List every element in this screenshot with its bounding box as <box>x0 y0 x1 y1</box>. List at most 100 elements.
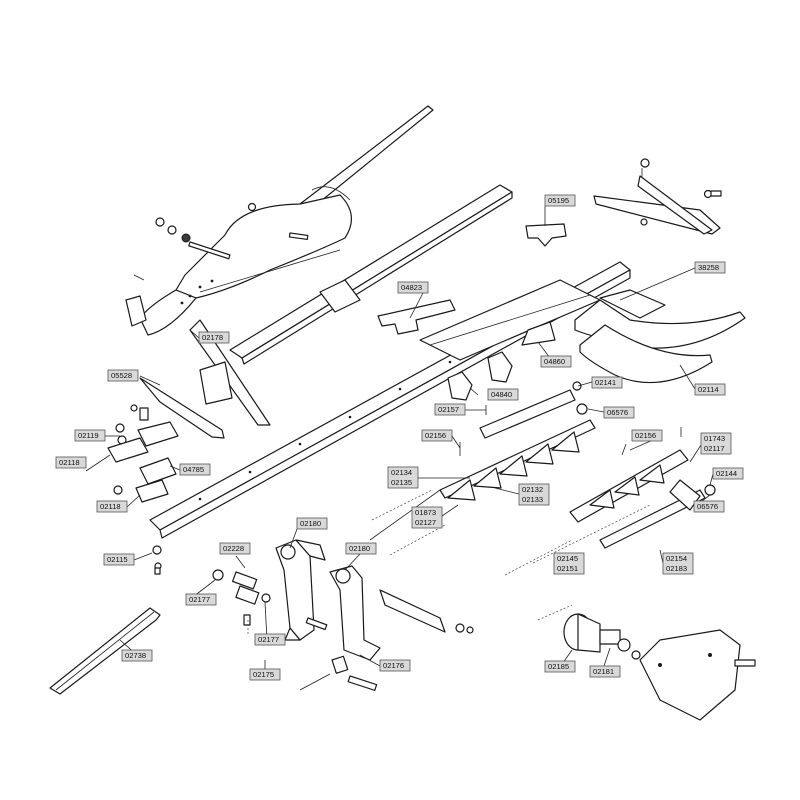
callout-02118a[interactable]: 02118 <box>55 456 87 469</box>
svg-text:01873: 01873 <box>415 508 436 517</box>
callout-02156a[interactable]: 02156 <box>421 429 453 442</box>
svg-text:02127: 02127 <box>415 518 436 527</box>
callout-04785[interactable]: 04785 <box>179 463 211 476</box>
svg-text:02176: 02176 <box>383 661 404 670</box>
knife-assembly-part <box>369 389 596 541</box>
callout-02175[interactable]: 02175 <box>249 668 281 681</box>
pitman-arms-part <box>275 539 474 661</box>
callout-05528[interactable]: 05528 <box>107 369 139 382</box>
svg-text:02118: 02118 <box>100 502 121 511</box>
svg-text:02156: 02156 <box>635 431 656 440</box>
callout-02228[interactable]: 02228 <box>219 542 251 555</box>
svg-text:02180: 02180 <box>349 544 370 553</box>
svg-text:02145: 02145 <box>557 554 578 563</box>
drawing <box>49 105 756 721</box>
callout-02176[interactable]: 02176 <box>379 659 411 672</box>
svg-text:02118: 02118 <box>59 458 80 467</box>
callout-06576a[interactable]: 06576 <box>603 406 635 419</box>
bolt-hardware-top <box>133 202 309 281</box>
pin-02156b <box>621 443 627 456</box>
bearing-assembly-part <box>563 613 641 660</box>
callout-02119[interactable]: 02119 <box>74 429 106 442</box>
svg-text:04860: 04860 <box>544 357 565 366</box>
hardware-02115 <box>152 545 162 575</box>
callout-02181[interactable]: 02181 <box>589 665 621 678</box>
part-02178b <box>199 361 233 405</box>
callout-02180a[interactable]: 02180 <box>296 517 328 530</box>
callout-02185[interactable]: 02185 <box>544 660 576 673</box>
callout-labels: 05195 38258 04823 02178 04860 05528 0214… <box>55 194 744 681</box>
svg-text:02175: 02175 <box>253 670 274 679</box>
svg-text:06576: 06576 <box>607 408 628 417</box>
part-02141 <box>572 381 582 391</box>
bracket-lower-right-part <box>639 629 756 721</box>
svg-text:02132: 02132 <box>522 485 543 494</box>
part-02178 <box>189 319 271 426</box>
callout-04840[interactable]: 04840 <box>487 388 519 401</box>
part-04860 <box>521 321 556 346</box>
svg-text:02115: 02115 <box>107 555 128 564</box>
svg-text:38258: 38258 <box>698 263 719 272</box>
svg-text:02117: 02117 <box>704 444 725 453</box>
bracket-top-right-part <box>593 158 722 235</box>
callout-02156b[interactable]: 02156 <box>631 429 663 442</box>
callout-02118b[interactable]: 02118 <box>96 500 128 513</box>
callout-02115[interactable]: 02115 <box>103 553 135 566</box>
svg-text:04823: 04823 <box>401 283 422 292</box>
guard-assembly-part <box>569 449 706 549</box>
callout-05195[interactable]: 05195 <box>544 194 576 207</box>
callout-02177a[interactable]: 02177 <box>185 593 217 606</box>
svg-text:02180: 02180 <box>300 519 321 528</box>
part-06576 <box>576 403 588 415</box>
svg-text:02177: 02177 <box>189 595 210 604</box>
part-04840 <box>447 371 473 401</box>
svg-text:02134: 02134 <box>391 468 412 477</box>
svg-text:05195: 05195 <box>548 196 569 205</box>
svg-text:02133: 02133 <box>522 495 543 504</box>
svg-text:02154: 02154 <box>666 554 687 563</box>
svg-text:02228: 02228 <box>223 544 244 553</box>
svg-text:02144: 02144 <box>716 469 737 478</box>
svg-text:05528: 05528 <box>111 371 132 380</box>
svg-text:02151: 02151 <box>557 564 578 573</box>
callout-02141[interactable]: 02141 <box>591 376 623 389</box>
callout-02114[interactable]: 02114 <box>694 383 726 396</box>
part-05528 <box>139 377 225 439</box>
svg-text:02181: 02181 <box>593 667 614 676</box>
svg-text:02135: 02135 <box>391 478 412 487</box>
leader-lines <box>85 206 714 691</box>
pins-bushings-part <box>212 569 378 691</box>
shoe-parts-02114 <box>574 289 746 384</box>
svg-text:02178: 02178 <box>202 333 223 342</box>
svg-text:02156: 02156 <box>425 431 446 440</box>
callout-04823[interactable]: 04823 <box>397 281 429 294</box>
upper-plate-part <box>229 184 513 365</box>
svg-text:02141: 02141 <box>595 378 616 387</box>
callout-06576b[interactable]: 06576 <box>693 500 725 513</box>
svg-text:02185: 02185 <box>548 662 569 671</box>
callout-02177b[interactable]: 02177 <box>254 633 286 646</box>
callout-02157[interactable]: 02157 <box>434 403 466 416</box>
callout-04860[interactable]: 04860 <box>540 355 572 368</box>
svg-text:02177: 02177 <box>258 635 279 644</box>
callout-02180b[interactable]: 02180 <box>345 542 377 555</box>
connecting-rail-part <box>419 279 601 361</box>
svg-text:06576: 06576 <box>697 502 718 511</box>
callout-02178[interactable]: 02178 <box>198 331 230 344</box>
callout-38258[interactable]: 38258 <box>694 261 726 274</box>
svg-text:02114: 02114 <box>698 385 719 394</box>
part-06576b <box>704 484 716 496</box>
svg-text:04840: 04840 <box>491 390 512 399</box>
part-04823 <box>377 299 456 335</box>
part-04840b <box>487 351 513 383</box>
swath-arm-part <box>125 105 434 336</box>
callout-02738[interactable]: 02738 <box>121 649 153 662</box>
svg-text:02183: 02183 <box>666 564 687 573</box>
callout-02144[interactable]: 02144 <box>712 467 744 480</box>
